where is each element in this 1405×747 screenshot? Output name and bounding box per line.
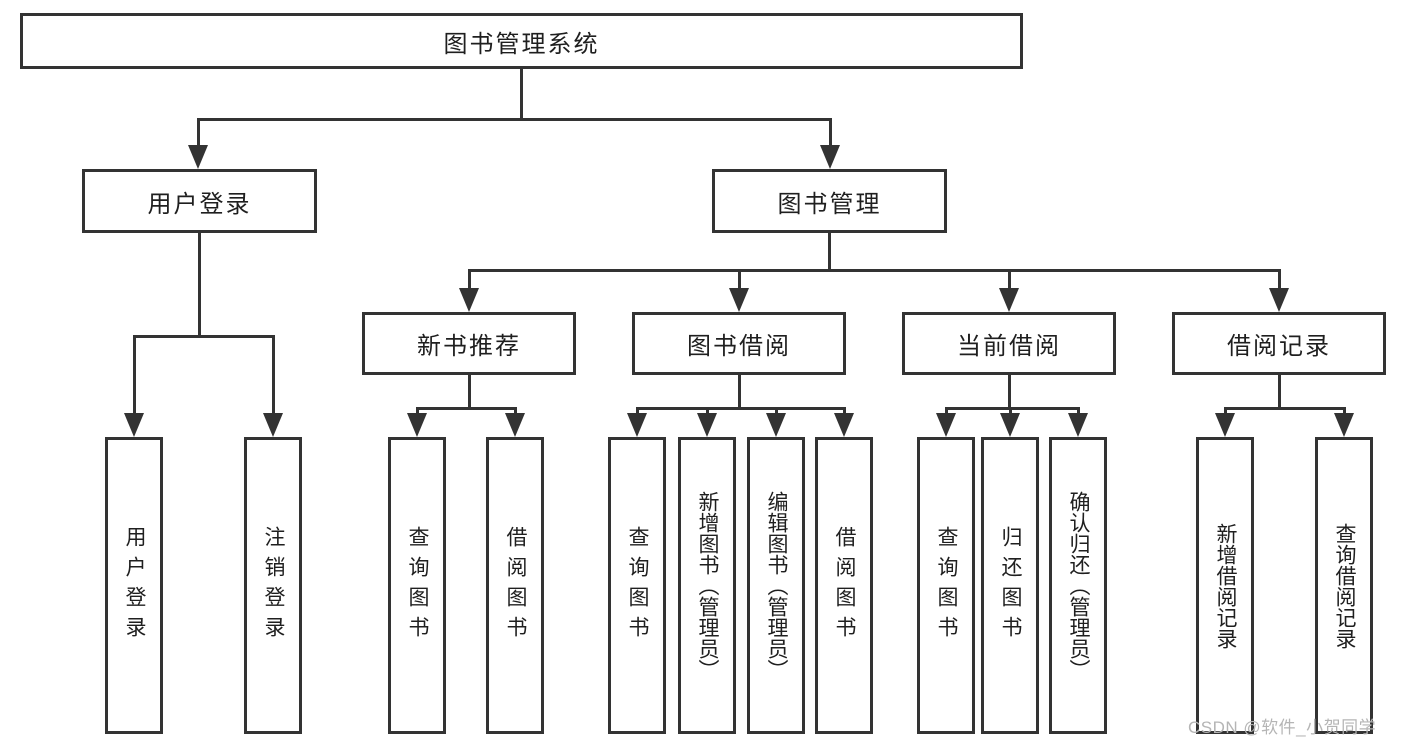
arrowhead-down-icon: [697, 413, 717, 437]
connector-line: [1277, 270, 1281, 290]
connector-line: [513, 408, 517, 415]
connector-line: [737, 270, 741, 290]
node-cb-confirm-return: 确认归还（管理员）: [1049, 437, 1107, 734]
node-bb-query-book: 查询图书: [608, 437, 666, 734]
node-bb-edit-book: 编辑图书（管理员）: [747, 437, 805, 734]
node-bb-add-book: 新增图书（管理员）: [678, 437, 736, 734]
node-br-query-record: 查询借阅记录: [1315, 437, 1373, 734]
arrowhead-down-icon: [124, 413, 144, 437]
node-cb-return-book: 归还图书: [981, 437, 1039, 734]
connector-line: [635, 406, 846, 410]
arrowhead-down-icon: [1068, 413, 1088, 437]
arrowhead-down-icon: [936, 413, 956, 437]
arrowhead-down-icon: [627, 413, 647, 437]
arrowhead-down-icon: [188, 145, 208, 169]
arrowhead-down-icon: [1215, 413, 1235, 437]
connector-line: [467, 270, 471, 290]
connector-line: [467, 375, 471, 408]
connector-line: [196, 117, 832, 121]
connector-line: [1007, 270, 1011, 290]
connector-line: [271, 336, 275, 415]
arrowhead-down-icon: [999, 288, 1019, 312]
node-logout: 注销登录: [244, 437, 302, 734]
arrowhead-down-icon: [505, 413, 525, 437]
connector-line: [737, 375, 741, 408]
connector-line: [1277, 375, 1281, 408]
connector-line: [774, 408, 778, 415]
node-book-borrow: 图书借阅: [632, 312, 846, 375]
connector-line: [132, 336, 136, 415]
connector-line: [1342, 408, 1346, 415]
connector-line: [132, 334, 275, 338]
arrowhead-down-icon: [1000, 413, 1020, 437]
arrowhead-down-icon: [459, 288, 479, 312]
node-nbr-borrow-book: 借阅图书: [486, 437, 544, 734]
connector-line: [1076, 408, 1080, 415]
arrowhead-down-icon: [1269, 288, 1289, 312]
connector-line: [827, 233, 831, 270]
node-current-borrow: 当前借阅: [902, 312, 1116, 375]
arrowhead-down-icon: [263, 413, 283, 437]
watermark: CSDN @软件_小贺同学: [1188, 718, 1377, 737]
connector-line: [842, 408, 846, 415]
arrowhead-down-icon: [766, 413, 786, 437]
connector-line: [467, 268, 1281, 272]
connector-line: [415, 408, 419, 415]
arrowhead-down-icon: [1334, 413, 1354, 437]
connector-line: [1223, 406, 1346, 410]
connector-line: [944, 408, 948, 415]
node-borrow-record: 借阅记录: [1172, 312, 1386, 375]
connector-line: [196, 119, 200, 147]
connector-line: [828, 119, 832, 147]
node-br-add-record: 新增借阅记录: [1196, 437, 1254, 734]
node-root: 图书管理系统: [20, 13, 1023, 69]
connector-line: [197, 233, 201, 336]
node-new-book-rec: 新书推荐: [362, 312, 576, 375]
arrowhead-down-icon: [407, 413, 427, 437]
connector-line: [415, 406, 517, 410]
connector-line: [1223, 408, 1227, 415]
connector-line: [635, 408, 639, 415]
arrowhead-down-icon: [820, 145, 840, 169]
connector-line: [1008, 408, 1012, 415]
connector-line: [1007, 375, 1011, 408]
node-login: 用户登录: [105, 437, 163, 734]
arrowhead-down-icon: [834, 413, 854, 437]
node-user-login: 用户登录: [82, 169, 317, 233]
node-nbr-query-book: 查询图书: [388, 437, 446, 734]
node-bb-borrow-book: 借阅图书: [815, 437, 873, 734]
node-book-mgmt: 图书管理: [712, 169, 947, 233]
connector-line: [944, 406, 1080, 410]
arrowhead-down-icon: [729, 288, 749, 312]
connector-line: [519, 69, 523, 119]
connector-line: [705, 408, 709, 415]
node-cb-query-book: 查询图书: [917, 437, 975, 734]
